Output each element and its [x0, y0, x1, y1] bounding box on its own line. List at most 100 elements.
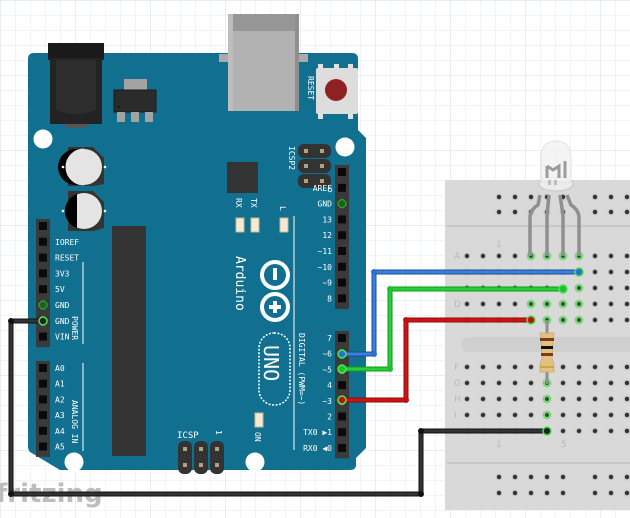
breadboard-hole[interactable] [576, 301, 582, 307]
breadboard-hole[interactable] [512, 364, 518, 370]
breadboard-hole[interactable] [528, 194, 534, 200]
breadboard-hole[interactable] [528, 412, 534, 418]
breadboard-hole[interactable] [608, 364, 614, 370]
breadboard-hole[interactable] [576, 380, 582, 386]
header-pin[interactable] [338, 412, 346, 421]
breadboard-hole[interactable] [592, 253, 598, 259]
breadboard-hole[interactable] [480, 380, 486, 386]
wire-endpoint[interactable] [526, 315, 536, 325]
header-pin[interactable] [39, 395, 47, 404]
breadboard-hole[interactable] [592, 194, 598, 200]
breadboard-hole[interactable] [624, 474, 630, 480]
header-pin[interactable] [338, 334, 346, 342]
breadboard-hole[interactable] [512, 194, 518, 200]
breadboard-hole[interactable] [592, 364, 598, 370]
breadboard-hole[interactable] [576, 317, 582, 323]
breadboard-hole[interactable] [608, 301, 614, 307]
breadboard-hole[interactable] [496, 490, 502, 496]
breadboard-hole[interactable] [480, 364, 486, 370]
breadboard-hole[interactable] [496, 364, 502, 370]
header-pin[interactable] [338, 278, 346, 287]
breadboard-hole[interactable] [592, 285, 598, 291]
breadboard-hole[interactable] [512, 301, 518, 307]
breadboard-hole[interactable] [560, 428, 566, 434]
breadboard-hole[interactable] [608, 396, 614, 402]
header-pin[interactable] [338, 443, 346, 452]
breadboard-hole[interactable] [592, 380, 598, 386]
breadboard-hole[interactable] [512, 380, 518, 386]
breadboard-hole[interactable] [544, 490, 550, 496]
breadboard-hole[interactable] [528, 364, 534, 370]
breadboard-hole[interactable] [528, 301, 534, 307]
breadboard-hole[interactable] [608, 380, 614, 386]
wire-endpoint[interactable] [542, 426, 552, 436]
header-pin[interactable] [39, 269, 47, 278]
breadboard-hole[interactable] [560, 490, 566, 496]
breadboard-hole[interactable] [592, 428, 598, 434]
breadboard-hole[interactable] [576, 396, 582, 402]
header-pin[interactable] [338, 294, 346, 303]
header-pin[interactable] [39, 253, 47, 262]
breadboard-hole[interactable] [544, 412, 550, 418]
breadboard-hole[interactable] [624, 490, 630, 496]
breadboard-hole[interactable] [608, 490, 614, 496]
resistor[interactable] [539, 320, 555, 384]
wire-endpoint[interactable] [337, 364, 347, 374]
header-pin[interactable] [39, 426, 47, 435]
header-pin[interactable] [338, 231, 346, 240]
breadboard-hole[interactable] [480, 396, 486, 402]
wire-endpoint[interactable] [337, 349, 347, 359]
breadboard-hole[interactable] [464, 380, 470, 386]
breadboard-hole[interactable] [624, 209, 630, 215]
breadboard-hole[interactable] [624, 364, 630, 370]
rgb-led[interactable] [528, 140, 581, 256]
breadboard-hole[interactable] [608, 474, 614, 480]
breadboard-hole[interactable] [480, 301, 486, 307]
breadboard-hole[interactable] [496, 194, 502, 200]
header-pin[interactable] [338, 168, 346, 176]
breadboard-hole[interactable] [624, 301, 630, 307]
breadboard-hole[interactable] [464, 412, 470, 418]
header-pin[interactable] [39, 222, 47, 230]
breadboard-hole[interactable] [512, 396, 518, 402]
breadboard-hole[interactable] [496, 412, 502, 418]
breadboard-hole[interactable] [464, 253, 470, 259]
breadboard-hole[interactable] [624, 380, 630, 386]
breadboard-hole[interactable] [592, 474, 598, 480]
breadboard-hole[interactable] [528, 490, 534, 496]
breadboard-hole[interactable] [496, 474, 502, 480]
header-pin[interactable] [39, 332, 47, 341]
wire-endpoint[interactable] [337, 395, 347, 405]
breadboard-hole[interactable] [480, 253, 486, 259]
header-pin[interactable] [39, 442, 47, 451]
breadboard-hole[interactable] [560, 380, 566, 386]
breadboard-hole[interactable] [624, 194, 630, 200]
header-pin[interactable] [39, 285, 47, 294]
breadboard-hole[interactable] [608, 317, 614, 323]
breadboard-hole[interactable] [608, 412, 614, 418]
breadboard-hole[interactable] [544, 474, 550, 480]
breadboard-hole[interactable] [592, 209, 598, 215]
breadboard-hole[interactable] [496, 253, 502, 259]
breadboard-hole[interactable] [496, 396, 502, 402]
breadboard-hole[interactable] [592, 412, 598, 418]
breadboard-hole[interactable] [496, 301, 502, 307]
reset-button[interactable] [316, 64, 358, 119]
breadboard-hole[interactable] [512, 490, 518, 496]
breadboard-hole[interactable] [608, 209, 614, 215]
breadboard-hole[interactable] [464, 396, 470, 402]
breadboard-hole[interactable] [544, 301, 550, 307]
breadboard-hole[interactable] [576, 428, 582, 434]
breadboard-hole[interactable] [608, 285, 614, 291]
breadboard-hole[interactable] [512, 474, 518, 480]
breadboard-hole[interactable] [608, 428, 614, 434]
breadboard-hole[interactable] [560, 396, 566, 402]
arduino-uno-board[interactable]: RESET ICSP2 RX [28, 14, 366, 474]
breadboard-hole[interactable] [464, 301, 470, 307]
breadboard-hole[interactable] [608, 253, 614, 259]
header-pin[interactable] [338, 381, 346, 390]
breadboard-hole[interactable] [624, 269, 630, 275]
header-pin[interactable] [338, 262, 346, 271]
breadboard-hole[interactable] [528, 396, 534, 402]
